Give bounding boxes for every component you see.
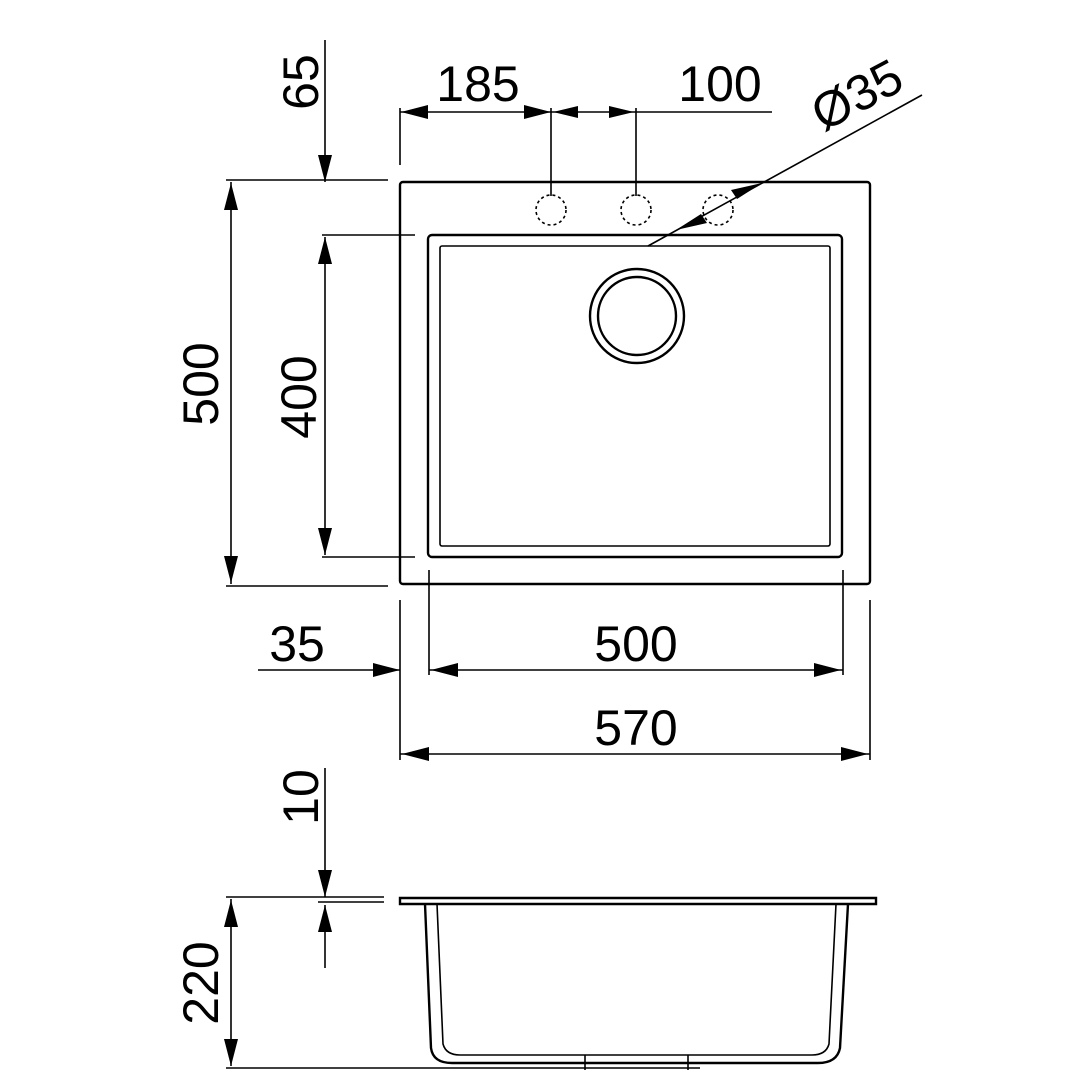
bowl-profile-inner: [436, 903, 837, 1056]
bowl-inner-outline: [439, 245, 831, 547]
drain-inner-ring: [596, 275, 678, 357]
dim-tap-hole-offset-label: 185: [436, 56, 519, 112]
dim-bowl-height-label: 220: [173, 941, 229, 1024]
dim-rim-thickness-label: 10: [273, 769, 329, 825]
tap-hole-1: [535, 194, 567, 226]
dim-overall-depth: 500: [173, 179, 388, 587]
tap-hole-2: [620, 194, 652, 226]
bowl-profile-outer: [423, 903, 850, 1065]
dim-rim-to-bowl-label: 65: [273, 54, 329, 110]
drain-outer-ring: [588, 267, 686, 365]
dim-tap-hole-offset: 185: [399, 56, 552, 196]
side-view: 10 220: [173, 768, 878, 1070]
dim-overall-width-label: 570: [594, 700, 677, 756]
sink-rim-profile: [398, 896, 878, 906]
dim-bowl-height: 220: [173, 896, 700, 1069]
dim-side-rim-label: 35: [269, 616, 325, 672]
dim-tap-hole-spacing-label: 100: [678, 56, 761, 112]
dim-side-rim: 35: [258, 570, 430, 760]
top-view: 500 65 400 185: [173, 40, 923, 761]
dim-rim-thickness: 10: [273, 768, 384, 968]
dim-bowl-depth: 400: [271, 237, 415, 558]
dim-overall-depth-label: 500: [173, 342, 229, 425]
dim-bowl-depth-label: 400: [271, 355, 327, 438]
dim-tap-hole-spacing: 100: [551, 56, 772, 196]
dim-bowl-width: 500: [429, 570, 844, 677]
bowl-outer-outline: [426, 233, 844, 559]
dim-rim-to-bowl: 65: [273, 40, 415, 236]
dim-tap-hole-diameter-label: Ø35: [802, 48, 912, 142]
sink-outer-outline: [398, 180, 872, 586]
dim-bowl-width-label: 500: [594, 616, 677, 672]
tap-hole-3: [702, 194, 734, 226]
dim-overall-width: 570: [400, 600, 871, 761]
